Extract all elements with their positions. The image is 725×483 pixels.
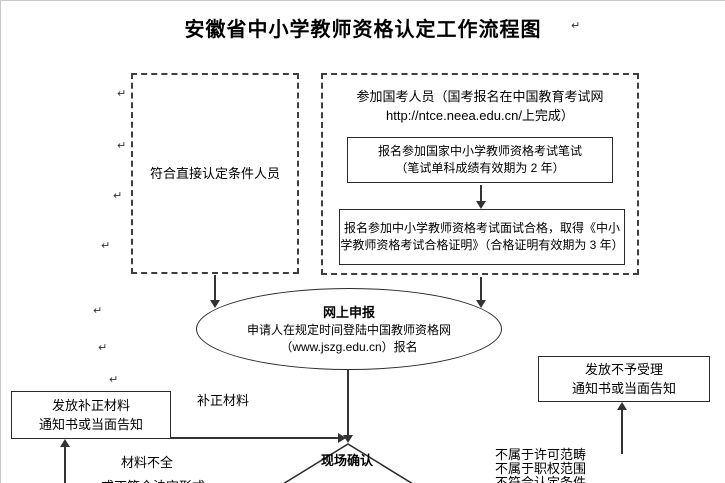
arrow-reject-up-head [617,402,627,410]
paragraph-mark: ↵ [109,374,119,386]
arrow-online-to-onsite-head [343,435,353,443]
reject-notice-line2: 通知书或当面告知 [571,381,676,396]
arrow-incomplete-up-line [64,447,66,483]
arrow-reject-up-line [621,410,623,454]
written-exam-line1: 报名参加国家中小学教师资格考试笔试 [377,144,582,158]
onsite-diamond-outline [283,443,413,483]
reject-reason-1: 不属于许可范畴 [495,447,587,462]
onsite-diamond [283,443,413,483]
online-apply-line2: （www.jszg.edu.cn）报名 [280,339,418,354]
supplement-notice-line2: 通知书或当面告知 [38,417,143,432]
national-exam-header-line1: 参加国考人员（国考报名在中国教育考试网 [356,89,604,104]
interview-line1: 报名参加中小学教师资格考试面试合格，取得《中小 [343,221,620,235]
supplement-notice-box: 发放补正材料 通知书或当面告知 [11,391,171,439]
national-exam-box [321,73,639,275]
arrow-supplement-head [338,433,346,443]
reject-reason-2: 不属于职权范围 [495,461,587,476]
arrow-incomplete-up-head [60,439,70,447]
national-exam-header: 参加国考人员（国考报名在中国教育考试网 http://ntce.neea.edu… [321,87,639,125]
arrow-exam-to-online-line [480,277,482,301]
paragraph-mark: ↵ [117,140,127,152]
arrow-exam-to-online-head [476,300,486,308]
page-title: 安徽省中小学教师资格认定工作流程图 [184,19,542,41]
paragraph-mark: ↵ [101,240,111,252]
interview-line2: 学教师资格考试合格证明》（合格证明有效期为 3 年） [340,238,624,252]
reject-notice-box: 发放不予受理 通知书或当面告知 [538,356,710,402]
onsite-title: 现场确认 [321,453,374,468]
incomplete-label-line2: 或不符合法定形式 [101,477,205,483]
reject-notice-line1: 发放不予受理 [584,362,663,377]
reject-reasons-list: 不属于许可范畴 不属于职权范围 不符合认定条件 [495,448,586,483]
national-exam-header-line2: http://ntce.neea.edu.cn/上完成） [386,108,574,123]
online-apply-title: 网上申报 [322,304,375,320]
paragraph-mark: ↵ [93,305,103,317]
paragraph-mark: ↵ [113,190,123,202]
supplement-notice-line1: 发放补正材料 [51,398,130,413]
arrow-supplement-line [171,437,339,439]
written-exam-line2: （笔试单科成绩有效期为 2 年） [395,161,565,175]
written-exam-box: 报名参加国家中小学教师资格考试笔试 （笔试单科成绩有效期为 2 年） [347,137,613,183]
paragraph-mark: ↵ [117,88,127,100]
paragraph-mark: ↵ [571,20,581,32]
supplement-arrow-label: 补正材料 [197,393,250,408]
direct-recognition-label: 符合直接认定条件人员 [149,166,280,181]
arrow-direct-to-online-line [214,275,216,301]
interview-box: 报名参加中小学教师资格考试面试合格，取得《中小 学教师资格考试合格证明》（合格证… [339,209,625,265]
arrow-written-to-interview-line [480,185,482,202]
paragraph-mark: ↵ [98,342,108,354]
incomplete-label-line1: 材料不全 [121,455,174,470]
online-apply-ellipse: 网上申报 申请人在规定时间登陆中国教师资格网 （www.jszg.edu.cn）… [196,288,502,370]
online-apply-line1: 申请人在规定时间登陆中国教师资格网 [246,322,451,337]
arrow-written-to-interview-head [476,201,486,209]
arrow-online-to-onsite-line [347,370,349,436]
arrow-direct-to-online-head [210,300,220,308]
reject-reason-3: 不符合认定条件 [495,475,587,483]
direct-recognition-box: 符合直接认定条件人员 [131,73,299,274]
